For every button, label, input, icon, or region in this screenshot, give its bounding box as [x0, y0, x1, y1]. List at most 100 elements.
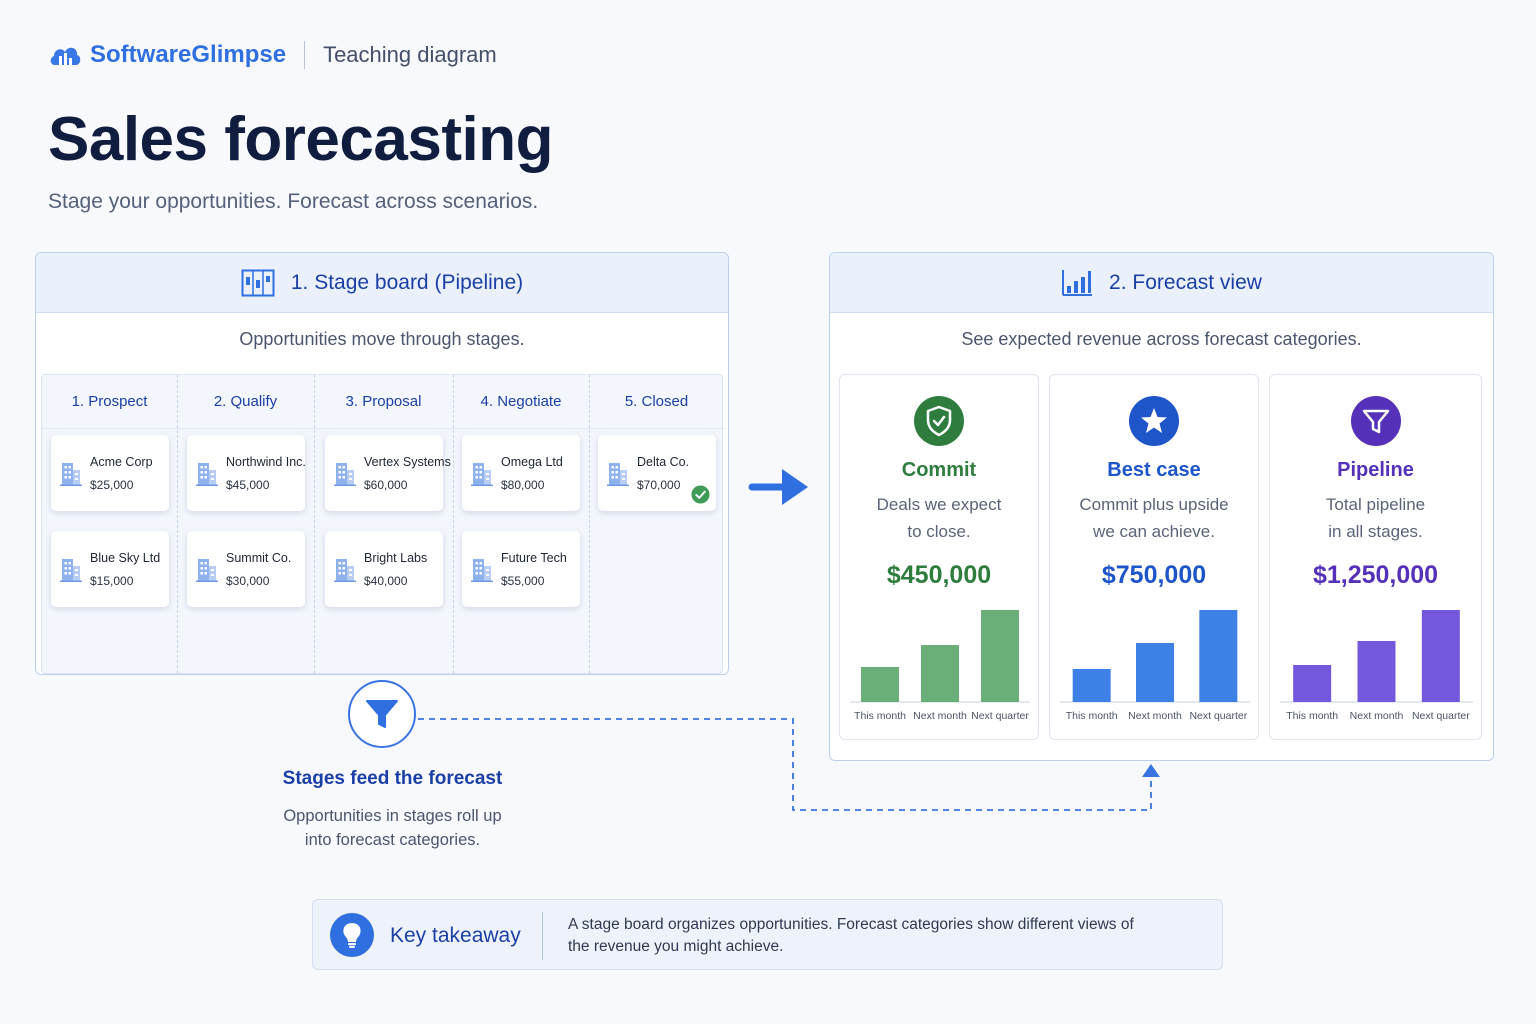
- building-icon: [60, 559, 82, 582]
- chart-tick-label: Next month: [913, 710, 967, 722]
- forecast-category-value: $750,000: [1101, 561, 1207, 589]
- bar-chart-icon: [1062, 269, 1093, 296]
- opportunity-amount: $80,000: [501, 478, 545, 492]
- building-icon: [334, 463, 356, 486]
- stage-column-divider: [177, 375, 178, 673]
- opportunity-card[interactable]: Summit Co. $30,000: [187, 531, 305, 607]
- chart-tick-label: Next quarter: [971, 710, 1029, 722]
- chart-bar: [1199, 610, 1238, 702]
- opportunity-name: Summit Co.: [226, 551, 292, 565]
- chart-bar: [1293, 665, 1332, 702]
- chart-tick-label: Next month: [1128, 710, 1182, 722]
- building-icon: [196, 463, 218, 486]
- opportunity-amount: $40,000: [364, 574, 408, 588]
- description-line-1: Deals we expect: [876, 495, 1002, 514]
- opportunity-name: Delta Co.: [637, 455, 690, 469]
- opportunity-card[interactable]: Acme Corp $25,000: [51, 435, 169, 511]
- feed-description: Opportunities in stages roll up into for…: [240, 804, 545, 852]
- feed-line-2: into forecast categories.: [304, 831, 481, 849]
- chart-bar: [1421, 610, 1460, 702]
- stage-board-description: Opportunities move through stages.: [239, 329, 525, 349]
- chart-tick-label: Next month: [1350, 710, 1404, 722]
- chart-bar: [1357, 641, 1396, 702]
- stage-column-header: 5. Closed: [589, 375, 724, 429]
- opportunity-name: Vertex Systems: [364, 455, 451, 469]
- opportunity-amount: $45,000: [226, 478, 270, 492]
- feed-connector: [418, 718, 1160, 811]
- chart-tick-label: Next quarter: [1189, 710, 1247, 722]
- opportunity-card[interactable]: Delta Co. $70,000: [598, 435, 716, 511]
- opportunity-card[interactable]: Omega Ltd $80,000: [462, 435, 580, 511]
- opportunity-card[interactable]: Northwind Inc.$45,000: [187, 435, 306, 511]
- opportunity-amount: $15,000: [90, 574, 134, 588]
- brand-header: SoftwareGlimpse Teaching diagram: [48, 38, 497, 72]
- forecast-header: 2. Forecast view: [830, 253, 1493, 313]
- shield-check-icon: [914, 396, 964, 446]
- takeaway-divider: [542, 912, 543, 960]
- funnel-icon: [366, 700, 398, 728]
- key-takeaway-box: Key takeaway A stage board organizes opp…: [312, 899, 1223, 970]
- opportunity-name: Bright Labs: [364, 551, 428, 565]
- kanban-board-icon: [241, 269, 275, 296]
- chart-bar: [1072, 669, 1111, 702]
- forecast-category-name: Best case: [1107, 459, 1201, 481]
- forecast-description: See expected revenue across forecast cat…: [961, 329, 1362, 349]
- stage-column-header: 1. Prospect: [42, 375, 177, 429]
- page-title: Sales forecasting: [48, 105, 553, 174]
- stage-column-divider: [453, 375, 454, 673]
- forecast-bar-chart: This month Next month Next quarter: [850, 610, 1030, 722]
- chart-bar: [1136, 643, 1174, 702]
- opportunity-name: Acme Corp: [90, 455, 153, 469]
- forecast-category-value: $1,250,000: [1312, 561, 1439, 589]
- opportunity-amount: $70,000: [637, 478, 681, 492]
- forecast-title: 2. Forecast view: [1109, 270, 1262, 294]
- chart-tick-label: This month: [854, 710, 906, 722]
- opportunity-amount: $55,000: [501, 574, 545, 588]
- opportunity-amount: $30,000: [226, 574, 270, 588]
- check-circle-icon: [691, 485, 710, 504]
- opportunity-name: Future Tech: [501, 551, 567, 565]
- chart-bar: [921, 645, 959, 702]
- chart-bar: [981, 610, 1019, 702]
- opportunity-card[interactable]: Bright Labs $40,000: [325, 531, 443, 607]
- description-line-2: in all stages.: [1328, 522, 1423, 541]
- forecast-category-name: Commit: [901, 459, 977, 481]
- opportunity-card[interactable]: Future Tech $55,000: [462, 531, 580, 607]
- description-line-2: to close.: [907, 522, 971, 541]
- right-arrow-icon: [748, 469, 808, 505]
- opportunity-card[interactable]: Blue Sky Ltd $15,000: [51, 531, 169, 607]
- chart-bar: [861, 667, 899, 702]
- opportunity-amount: $25,000: [90, 478, 134, 492]
- brand-name: SoftwareGlimpse: [90, 41, 287, 68]
- stage-board-title: 1. Stage board (Pipeline): [290, 270, 524, 294]
- opportunity-card[interactable]: Vertex Systems$60,000: [325, 435, 451, 511]
- stage-board-header: 1. Stage board (Pipeline): [36, 253, 728, 313]
- opportunity-name: Blue Sky Ltd: [90, 551, 161, 565]
- building-icon: [471, 559, 493, 582]
- feed-funnel-badge: [348, 680, 416, 748]
- building-icon: [471, 463, 493, 486]
- stage-column-divider: [314, 375, 315, 673]
- building-icon: [334, 559, 356, 582]
- forecast-category-value: $450,000: [886, 561, 992, 589]
- feed-line-1: Opportunities in stages roll up: [283, 807, 502, 825]
- forecast-category-name: Pipeline: [1337, 459, 1414, 481]
- takeaway-text: A stage board organizes opportunities. F…: [568, 916, 1134, 955]
- opportunity-name: Omega Ltd: [501, 455, 563, 469]
- chart-tick-label: This month: [1066, 710, 1118, 722]
- funnel-icon: [1350, 396, 1401, 446]
- description-line-2: we can achieve.: [1093, 522, 1215, 541]
- cloud-chart-logo-icon: [50, 47, 81, 65]
- brand-divider: [304, 41, 306, 69]
- stage-column-header: 4. Negotiate: [453, 375, 589, 429]
